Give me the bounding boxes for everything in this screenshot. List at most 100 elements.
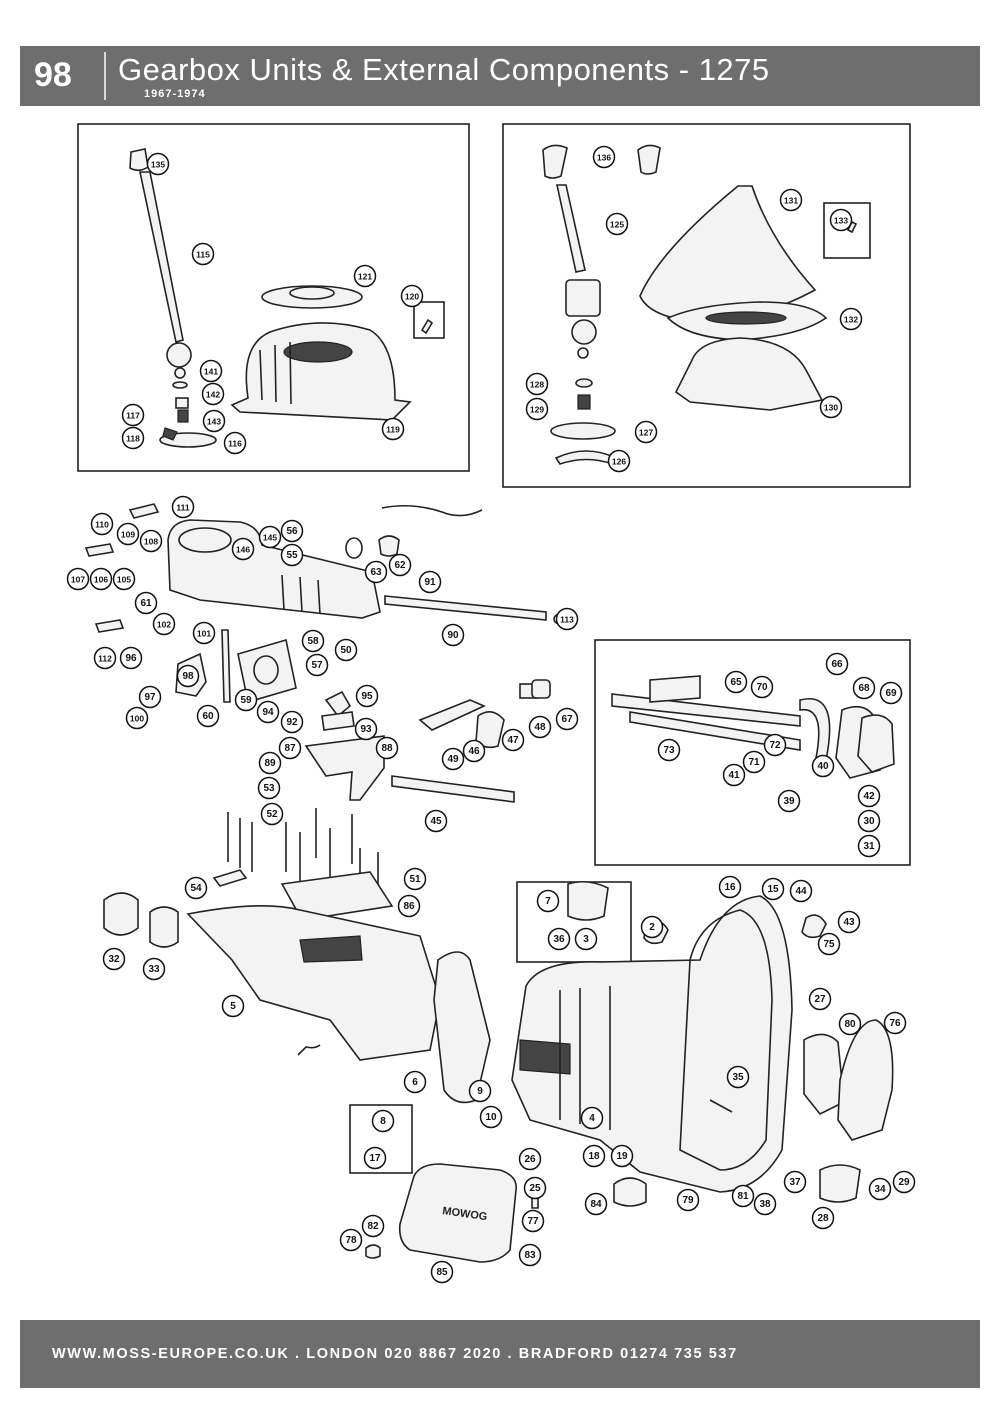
callout-number: 40 [817,761,829,772]
part-callout-68: 68 [852,676,876,700]
callout-number: 48 [534,722,546,733]
callout-number: 102 [157,620,171,630]
callout-circle [199,359,223,383]
part-callout-39: 39 [777,789,801,813]
callout-circle [231,537,255,561]
callout-number: 88 [381,743,393,754]
callout-number: 132 [844,315,858,325]
part-callout-110: 110 [90,512,114,536]
part-callout-27: 27 [808,987,832,1011]
part-callout-135: 135 [146,152,170,176]
callout-circle [353,264,377,288]
callout-circle [441,623,465,647]
callout-number: 45 [430,816,442,827]
callout-number: 10 [485,1112,497,1123]
part-callout-62: 62 [388,553,412,577]
callout-circle [479,1105,503,1129]
part-callout-9: 9 [468,1079,492,1103]
part-callout-89: 89 [258,751,282,775]
callout-circle [605,212,629,236]
part-callout-118: 118 [121,426,145,450]
callout-number: 145 [263,533,277,543]
part-callout-125: 125 [605,212,629,236]
callout-number: 107 [71,575,85,585]
part-callout-59: 59 [234,688,258,712]
callout-number: 35 [732,1072,744,1083]
part-callout-85: 85 [430,1260,454,1284]
callout-number: 120 [405,292,419,302]
part-callout-53: 53 [257,776,281,800]
callout-number: 71 [748,757,760,768]
studs-and-gaskets-illustration [103,808,491,1104]
part-callout-120: 120 [400,284,424,308]
part-callout-132: 132 [839,307,863,331]
contact-line: WWW.MOSS-EUROPE.CO.UK . LONDON 020 8867 … [52,1346,738,1362]
callout-circle [580,1106,604,1130]
callout-circle [375,736,399,760]
callout-number: 43 [843,917,855,928]
part-callout-78: 78 [339,1228,363,1252]
callout-circle [196,704,220,728]
callout-number: 125 [610,220,624,230]
part-callout-127: 127 [634,420,658,444]
callout-circle [789,879,813,903]
callout-circle [116,522,140,546]
part-callout-115: 115 [191,242,215,266]
part-callout-80: 80 [838,1012,862,1036]
part-callout-2: 2 [640,915,664,939]
callout-number: 29 [898,1177,910,1188]
callout-number: 86 [403,901,415,912]
callout-number: 42 [863,791,875,802]
callout-circle [825,652,849,676]
part-callout-145: 145 [258,525,282,549]
part-callout-71: 71 [742,750,766,774]
inset-frame-bolt-detail [349,1104,413,1174]
callout-circle [134,591,158,615]
part-callout-133: 133 [829,208,853,232]
callout-number: 119 [386,425,400,435]
part-callout-92: 92 [280,710,304,734]
part-callout-10: 10 [479,1105,503,1129]
callout-number: 109 [121,530,135,540]
part-callout-95: 95 [355,684,379,708]
callout-number: 63 [370,567,382,578]
part-callout-90: 90 [441,623,465,647]
callout-circle [523,1176,547,1200]
callout-number: 83 [524,1250,536,1261]
callout-circle [607,449,631,473]
callout-number: 4 [589,1113,595,1124]
callout-number: 90 [447,630,459,641]
callout-number: 34 [874,1184,886,1195]
callout-number: 136 [597,153,611,163]
callout-number: 93 [360,724,372,735]
part-callout-46: 46 [462,739,486,763]
callout-circle [354,717,378,741]
callout-number: 39 [783,796,795,807]
inset-frame-rod-gearchange [502,123,911,488]
callout-number: 116 [228,439,242,449]
callout-circle [119,646,143,670]
callout-number: 75 [823,939,835,950]
part-callout-106: 106 [89,567,113,591]
callout-circle [90,512,114,536]
callout-number: 95 [361,691,373,702]
inset-frame-screw-133 [823,202,871,259]
part-callout-97: 97 [138,685,162,709]
callout-circle [582,1144,606,1168]
callout-circle [280,543,304,567]
callout-circle [400,284,424,308]
part-callout-8: 8 [371,1109,395,1133]
part-callout-47: 47 [501,728,525,752]
part-callout-76: 76 [883,1011,907,1035]
part-callout-40: 40 [811,754,835,778]
year-range: 1967-1974 [144,88,206,100]
part-callout-26: 26 [518,1147,542,1171]
part-callout-42: 42 [857,784,881,808]
callout-number: 106 [94,575,108,585]
part-callout-55: 55 [280,543,304,567]
part-callout-15: 15 [761,877,785,901]
callout-circle [761,877,785,901]
callout-circle [334,638,358,662]
callout-circle [430,1260,454,1284]
